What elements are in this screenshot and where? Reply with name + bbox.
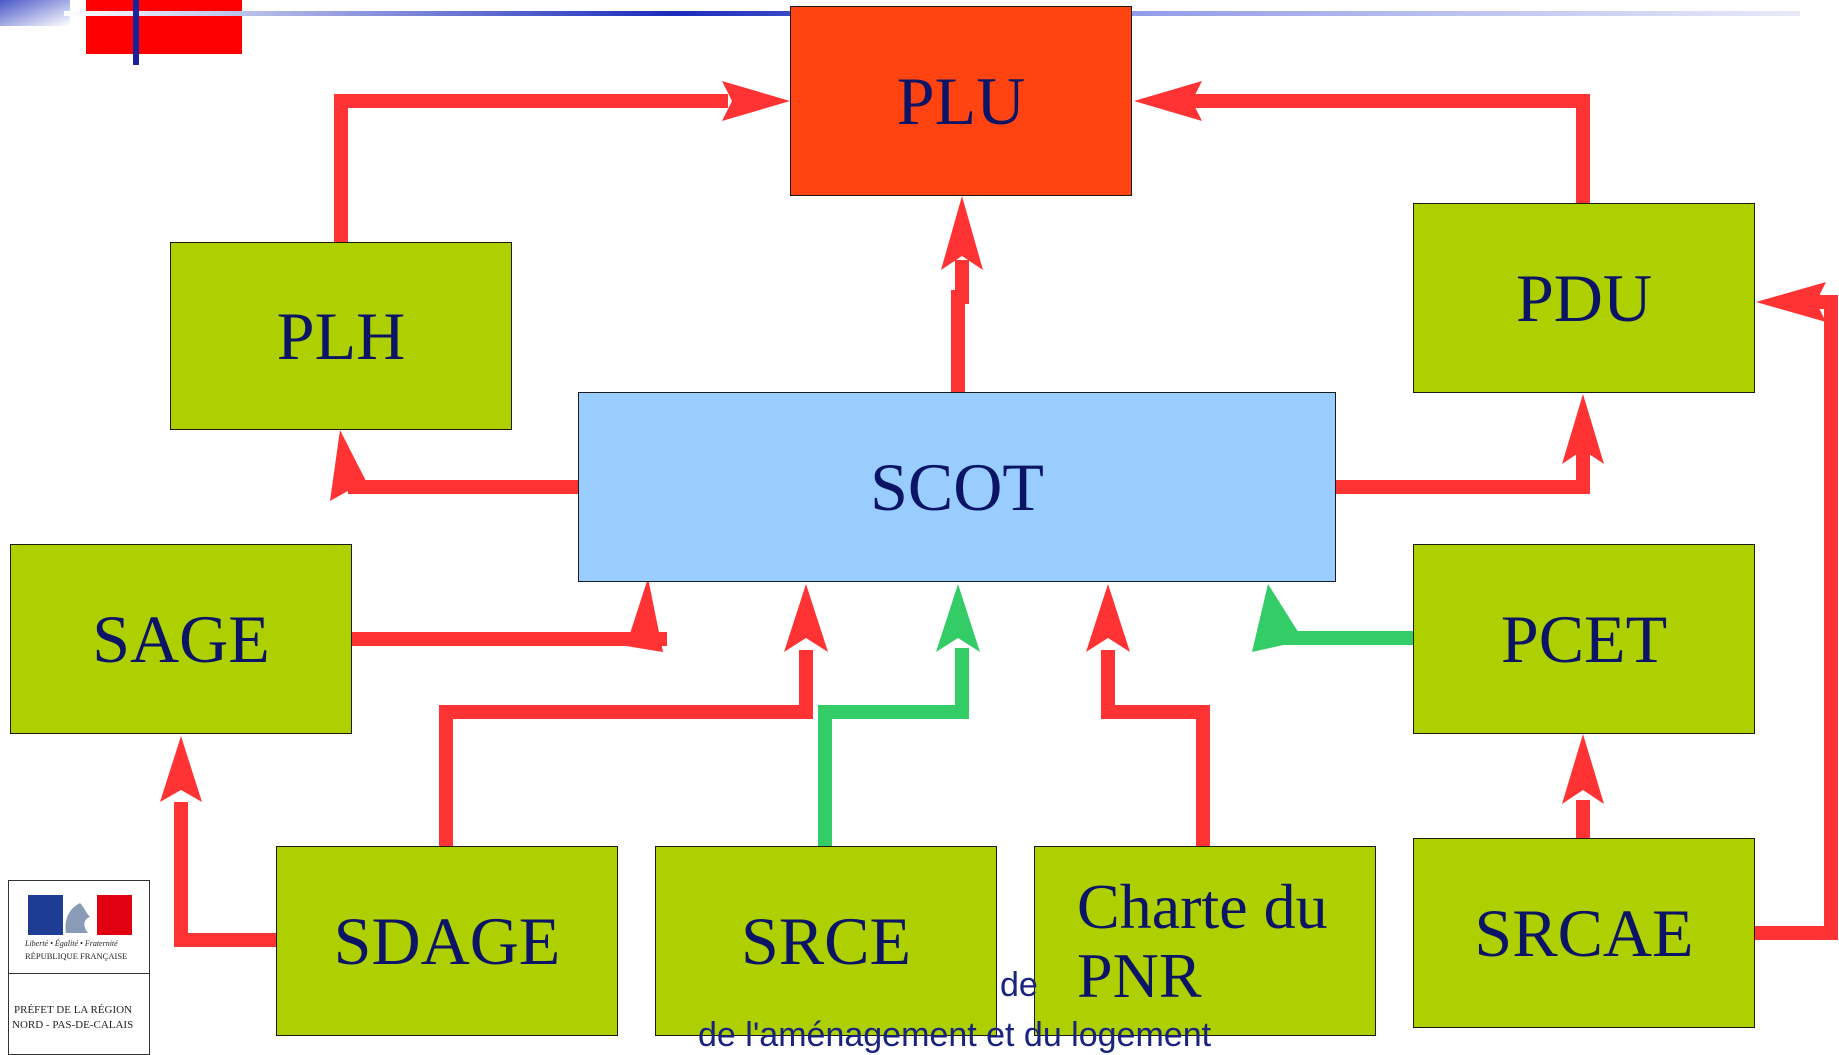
box-srcae-label: SRCAE bbox=[1474, 895, 1694, 971]
arrow-scot-to-plh bbox=[348, 478, 578, 494]
arrowhead-plh-to-plu bbox=[722, 81, 790, 121]
box-sdage: SDAGE bbox=[276, 846, 618, 1036]
box-pcet: PCET bbox=[1413, 544, 1755, 734]
header-red-square bbox=[86, 0, 242, 54]
arrow-pcet-to-scot bbox=[1281, 630, 1413, 645]
arrow-charte-to-scot bbox=[1101, 650, 1210, 846]
arrow-pdu-to-plu bbox=[1188, 94, 1590, 203]
box-srce-label: SRCE bbox=[740, 903, 912, 979]
arrow-plh-to-plu bbox=[334, 94, 728, 242]
box-srce: SRCE bbox=[655, 846, 997, 1036]
arrowhead-srcae-to-pdu bbox=[1756, 282, 1826, 322]
box-scot-label: SCOT bbox=[870, 449, 1044, 525]
box-charte: Charte du PNR bbox=[1034, 846, 1376, 1036]
arrowhead-scot-to-plu bbox=[941, 196, 983, 270]
footer-line: de l'aménagement et du logement bbox=[698, 1016, 1212, 1054]
box-srcae: SRCAE bbox=[1413, 838, 1755, 1028]
header-vertical-rule bbox=[133, 0, 139, 65]
box-pdu: PDU bbox=[1413, 203, 1755, 393]
arrowhead-charte-to-scot bbox=[1086, 584, 1130, 652]
arrowhead-sdage-to-scot bbox=[784, 584, 828, 652]
box-sdage-label: SDAGE bbox=[333, 903, 561, 979]
box-pdu-label: PDU bbox=[1515, 260, 1653, 336]
box-plu: PLU bbox=[790, 6, 1132, 196]
logo-divider bbox=[9, 973, 149, 974]
box-plu-label: PLU bbox=[896, 63, 1026, 139]
arrowhead-sage-to-scot bbox=[626, 578, 663, 652]
footer-fragment: de bbox=[1000, 966, 1038, 1004]
arrowhead-scot-to-plh bbox=[330, 430, 368, 501]
arrowhead-pdu-to-plu bbox=[1134, 81, 1202, 121]
box-plh-label: PLH bbox=[276, 298, 406, 374]
logo-republic: RÉPUBLIQUE FRANÇAISE bbox=[25, 951, 128, 961]
logo-prefet-line2: NORD - PAS-DE-CALAIS bbox=[12, 1019, 134, 1031]
box-sage: SAGE bbox=[10, 544, 352, 734]
arrowhead-srce-to-scot bbox=[936, 584, 980, 652]
box-plh: PLH bbox=[170, 242, 512, 430]
box-charte-label: Charte du PNR bbox=[1077, 870, 1328, 1011]
arrow-srcae-to-pdu bbox=[1753, 295, 1838, 940]
box-scot: SCOT bbox=[578, 392, 1336, 582]
arrow-srce-to-scot bbox=[818, 648, 969, 846]
arrow-scot-to-plu bbox=[951, 260, 969, 392]
arrowhead-pcet-to-scot bbox=[1252, 584, 1302, 652]
prefecture-logo: Liberté • Égalité • Fraternité RÉPUBLIQU… bbox=[8, 880, 150, 1055]
marianne-flag-icon bbox=[28, 895, 132, 935]
arrowhead-sdage-to-sage bbox=[160, 736, 202, 802]
logo-motto: Liberté • Égalité • Fraternité bbox=[25, 939, 118, 948]
box-sage-label: SAGE bbox=[92, 601, 270, 677]
arrowhead-srcae-to-pcet bbox=[1562, 734, 1604, 804]
arrow-sdage-to-scot bbox=[439, 650, 813, 846]
box-pcet-label: PCET bbox=[1500, 601, 1668, 677]
header-corner-gradient bbox=[0, 0, 70, 26]
arrowhead-scot-to-pdu bbox=[1562, 394, 1604, 464]
logo-prefet-line1: PRÉFET DE LA RÉGION bbox=[14, 1004, 133, 1016]
arrow-sage-to-scot bbox=[352, 632, 667, 646]
arrow-sdage-to-sage bbox=[174, 802, 276, 947]
arrow-scot-to-pdu bbox=[1336, 450, 1590, 494]
